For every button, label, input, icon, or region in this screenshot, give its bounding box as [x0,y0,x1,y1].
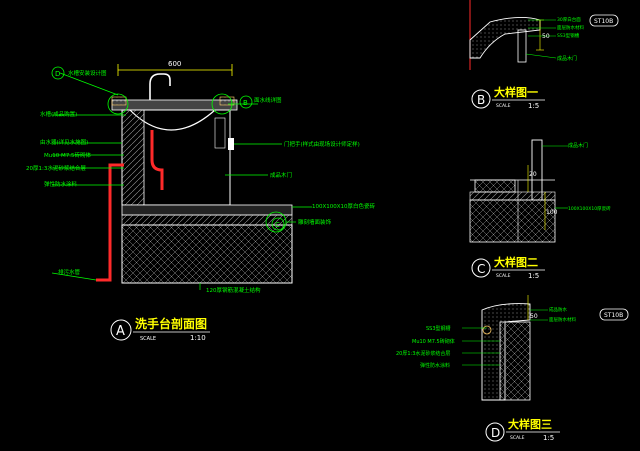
label-a-tile: 100X100X10厚白色瓷砖 [312,202,376,210]
code-d-badge [599,308,629,321]
title-b-circle [471,89,491,109]
title-a-circle [110,319,132,341]
title-c-text: 大样图二 [494,255,538,269]
label-a-water: 由水器(详见水施图) [40,138,88,146]
label-c-1: 100X100X10厚瓷砖 [568,205,611,212]
title-b-scale: 1:5 [528,102,539,110]
label-a-sink: 水槽(成品购置) [40,110,77,118]
label-a-door: 成品木门 [270,171,292,179]
label-d-0: 成品防水 [549,306,567,313]
title-d-scale-word: SCALE [510,435,525,441]
label-c-0: 成品木门 [568,142,588,149]
label-d-2: SS3型钢槽 [426,325,451,332]
label-a-handle: 门把手(样式由现场设计师定样) [284,140,360,148]
title-d-scale: 1:5 [543,434,554,442]
title-a-scale-word: SCALE [140,336,156,342]
label-a-wall-deco: 雕刻墙面装饰 [298,218,332,226]
title-b-letter: B [477,93,485,107]
label-a-waterproof: 弹性防水涂料 [44,180,78,188]
title-b-text: 大样图一 [494,85,538,99]
title-d-text: 大样图三 [508,417,552,431]
dim-b-50: 50 [542,33,550,40]
label-d-3: Mu10 M7.5砖砌体 [412,338,455,345]
label-a-sink-detail: 水槽安装设计图 [68,69,107,77]
label-a-mortar: 20厚1:3水泥砂浆结合层 [26,164,86,172]
title-c-letter: C [477,262,485,276]
section-a-drawing: 600 [51,60,312,290]
label-b-2: SS3型钢槽 [557,32,580,39]
title-c-scale: 1:5 [528,272,539,280]
concrete-slab [121,224,293,284]
code-b-text: ST10B [594,18,613,25]
section-c-drawing [469,139,568,243]
section-b-drawing [469,0,557,70]
title-a-scale: 1:10 [190,334,206,342]
faucet [149,73,171,100]
title-a-text: 洗手台剖面图 [135,316,207,331]
code-b-badge [589,14,619,27]
dim-c-20: 20 [529,171,537,178]
title-d-circle [485,422,505,442]
section-d-drawing [462,295,548,401]
label-d-4: 20厚1:3水泥砂浆结合层 [396,350,450,357]
title-c-scale-word: SCALE [496,273,511,279]
code-d-text: ST10B [604,312,623,319]
dim-600-text: 600 [168,60,181,68]
countertop [111,99,238,111]
title-d-letter: D [491,426,500,440]
drain-pipe [150,130,164,190]
label-b-1: 面层防水材料 [557,24,584,31]
title-c-circle [471,258,491,278]
sewer-pipe [96,163,124,282]
title-a-letter: A [116,324,125,339]
title-b-scale-word: SCALE [496,103,511,109]
label-d-1: 面层防水材料 [549,316,576,323]
tag-a-b: B [243,99,248,107]
label-a-sewer: 排污水管 [58,268,81,276]
label-a-waterline: 面水线详图 [254,96,282,104]
door-handle [228,138,234,150]
label-b-3: 成品木门 [557,55,577,62]
label-a-brick: Mu10 M7.5砖砌体 [44,151,91,159]
dim-c-100: 100 [546,209,558,216]
label-d-5: 弹性防水涂料 [420,362,450,369]
dim-d-50: 50 [530,313,538,320]
label-b-0: 30厚白台面 [557,16,581,23]
tag-a-c: C [275,221,280,229]
label-a-structure: 120厚钢筋混凝土结构 [206,286,261,294]
tag-a-d: D [55,70,60,78]
